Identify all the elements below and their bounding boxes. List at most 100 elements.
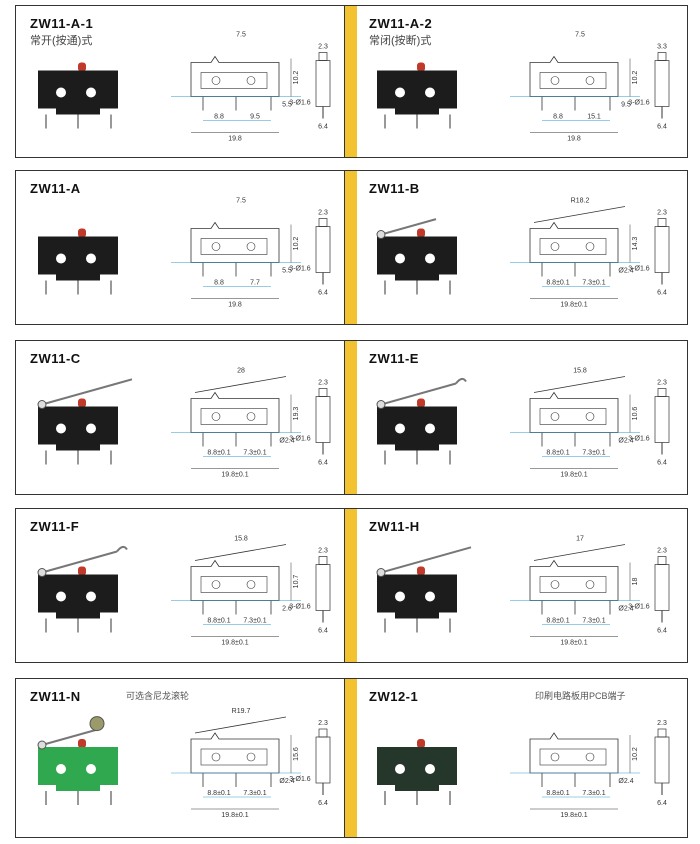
hole-outline xyxy=(550,580,560,589)
dim-top: R19.7 xyxy=(232,708,251,715)
mount-hole xyxy=(86,591,96,602)
switch-body xyxy=(38,747,118,791)
inner-outline xyxy=(200,576,268,593)
hole-outline xyxy=(585,580,595,589)
inner-outline xyxy=(539,238,607,255)
side-view-drawing: 2.36.43-Ø1.6 xyxy=(628,210,670,297)
switch-photo xyxy=(377,739,457,805)
inner-outline xyxy=(200,408,268,425)
inner-outline xyxy=(200,238,268,255)
dim-height: 14.3 xyxy=(632,237,639,251)
dim-height: 10.2 xyxy=(293,237,300,251)
side-actuator xyxy=(318,728,328,738)
switch-outline xyxy=(190,55,280,97)
side-view-drawing: 2.36.43-Ø1.6 xyxy=(289,210,331,297)
roller-wheel xyxy=(89,716,105,732)
side-actuator xyxy=(318,556,328,565)
hole-outline xyxy=(585,242,595,251)
dim-total: 19.8±0.1 xyxy=(221,812,248,819)
switch-body xyxy=(377,747,457,791)
dim-side-top: 3.3 xyxy=(657,44,667,51)
product-title: ZW11-N xyxy=(30,689,81,704)
dim-side-top: 2.3 xyxy=(657,380,667,387)
hole-outline xyxy=(211,752,221,762)
dim-height: 10.2 xyxy=(293,71,300,85)
switch-photo xyxy=(376,218,457,295)
actuator-button xyxy=(78,398,86,408)
switch-outline xyxy=(190,732,280,774)
product-subtitle: 常开(按通)式 xyxy=(30,35,93,47)
dim-side-bottom: 6.4 xyxy=(318,800,328,807)
switch-photo xyxy=(376,546,472,633)
dim-top: 28 xyxy=(237,368,245,375)
switch-outline xyxy=(190,559,280,601)
hole-outline xyxy=(211,76,221,85)
dim-hole: 3-Ø1.6 xyxy=(289,604,311,611)
switch-photo xyxy=(37,716,118,805)
product-title: ZW11-A xyxy=(30,181,81,196)
lever-hook xyxy=(116,545,128,553)
dim-top: 17 xyxy=(576,536,584,543)
hole-outline xyxy=(246,76,256,85)
inner-outline xyxy=(539,72,607,89)
dim-top: 7.5 xyxy=(575,32,585,39)
actuator-button xyxy=(78,566,86,576)
dim-height: 19.3 xyxy=(293,407,300,421)
dim-total: 19.8±0.1 xyxy=(221,640,248,647)
mount-hole xyxy=(425,423,435,434)
side-actuator xyxy=(657,52,667,61)
dim-side-top: 2.3 xyxy=(318,380,328,387)
product-note: 印刷电路板用PCB端子 xyxy=(535,691,626,701)
switch-outline xyxy=(529,221,619,263)
hole-outline xyxy=(550,752,560,762)
dim-side-top: 2.3 xyxy=(657,548,667,555)
dim-extra: Ø2.4 xyxy=(618,268,633,275)
hole-outline xyxy=(211,580,221,589)
mount-hole xyxy=(395,764,405,774)
dim-hole: 3-Ø1.6 xyxy=(289,266,311,273)
mount-hole xyxy=(56,423,66,434)
switch-photo xyxy=(37,545,128,633)
dim-pitch2: 7.3±0.1 xyxy=(243,450,266,457)
dim-pitch1: 8.8±0.1 xyxy=(546,790,569,797)
dim-top: 7.5 xyxy=(236,198,246,205)
mount-hole xyxy=(86,764,96,774)
mount-hole xyxy=(86,423,96,434)
switch-outline xyxy=(529,391,619,433)
switch-body xyxy=(377,236,457,281)
inner-outline xyxy=(200,748,268,766)
lever-arm xyxy=(41,550,118,574)
dim-pitch1: 8.8 xyxy=(553,114,563,121)
side-actuator xyxy=(318,52,328,61)
switch-photo xyxy=(376,377,467,465)
side-view-drawing: 2.36.43-Ø1.6 xyxy=(628,380,670,467)
switch-body xyxy=(38,574,118,619)
side-view-drawing: 2.36.43-Ø1.6 xyxy=(628,548,670,635)
switch-body xyxy=(38,70,118,115)
lever-outline xyxy=(533,544,626,561)
switch-body xyxy=(38,236,118,281)
dim-height: 10.2 xyxy=(632,747,639,761)
side-body xyxy=(654,60,670,107)
actuator-button xyxy=(417,739,425,748)
dim-hole: 3-Ø1.6 xyxy=(628,266,650,273)
switch-outline xyxy=(529,559,619,601)
actuator-button xyxy=(78,228,86,238)
hole-outline xyxy=(246,752,256,762)
side-view-drawing: 2.36.43-Ø1.6 xyxy=(289,44,331,131)
lever-pivot xyxy=(376,400,386,409)
